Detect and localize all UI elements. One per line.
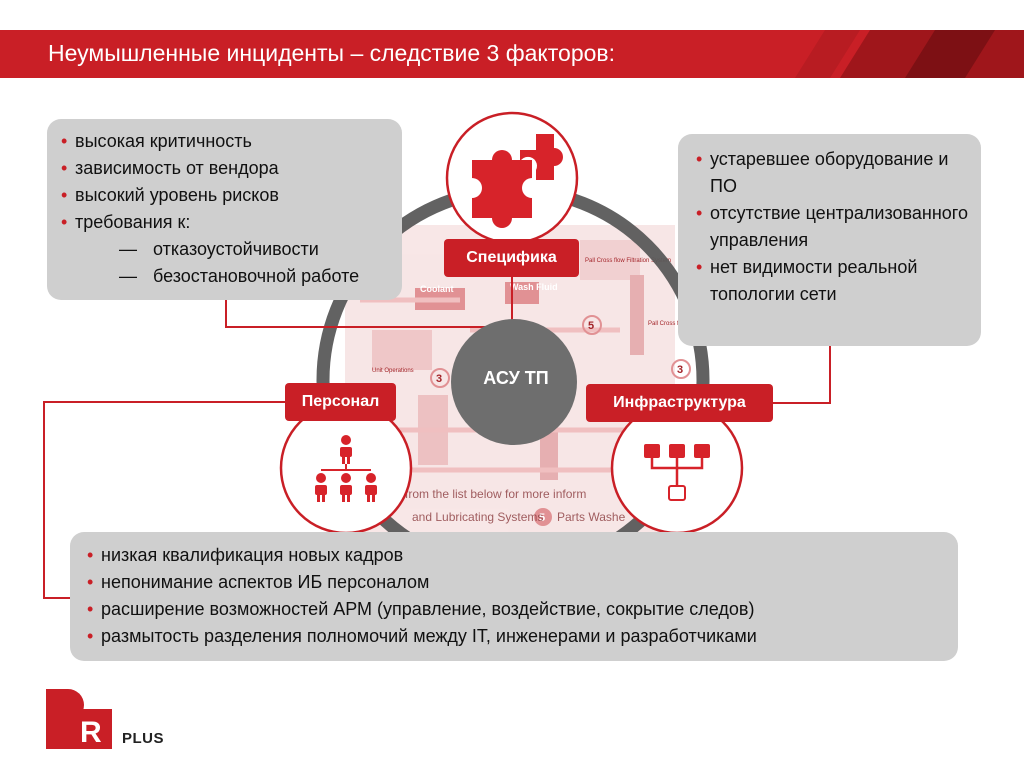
specifics-label: Специфика	[444, 239, 579, 277]
connector-infrastructure	[772, 345, 831, 404]
bg-number: 3	[677, 364, 683, 376]
bg-number: 5	[588, 320, 594, 332]
list-item: устаревшее оборудование и ПО	[696, 146, 969, 200]
sub-list-item-text: безостановочной работе	[153, 266, 360, 286]
infrastructure-box: устаревшее оборудование и ПО отсутствие …	[678, 134, 981, 346]
connector-specifics	[225, 270, 513, 328]
bg-label-filtration-top: Pall Cross flow Filtration System	[585, 258, 671, 264]
specifics-box: высокая критичность зависимость от вендо…	[47, 119, 402, 300]
logo-text: PLUS	[122, 730, 165, 747]
center-circle	[451, 319, 577, 445]
logo-letter: R	[80, 716, 102, 749]
network-icon	[644, 444, 710, 501]
bg-label-wash: Wash Fluid	[510, 282, 558, 292]
list-item: требования к:	[61, 209, 390, 236]
sub-list-item: отказоустойчивости	[61, 236, 390, 263]
list-item: зависимость от вендора	[61, 155, 390, 182]
infrastructure-list: устаревшее оборудование и ПО отсутствие …	[696, 146, 969, 308]
rplus-logo: R	[46, 689, 112, 749]
bg-label-unit-ops: Unit Operations	[372, 368, 414, 374]
bg-label-coolant: Coolant	[420, 284, 454, 294]
center-label: АСУ ТП	[483, 368, 549, 388]
personnel-label: Персонал	[285, 383, 396, 421]
bg-number: 5	[539, 512, 545, 524]
infrastructure-label: Инфраструктура	[586, 384, 773, 422]
bg-caption-line: and Lubricating Systems	[412, 510, 543, 524]
list-item: непонимание аспектов ИБ персоналом	[87, 569, 946, 596]
list-item: нет видимости реальной топологии сети	[696, 254, 969, 308]
title-bar: Неумышленные инциденты – следствие 3 фак…	[0, 30, 1024, 78]
list-item: расширение возможностей АРМ (управление,…	[87, 596, 946, 623]
personnel-list: низкая квалификация новых кадров непоним…	[87, 542, 946, 650]
list-item: размытость разделения полномочий между I…	[87, 623, 946, 650]
list-item: отсутствие централизованного управления	[696, 200, 969, 254]
bg-number: 3	[436, 373, 442, 385]
bg-caption-line: from the list below for more inform	[405, 487, 586, 501]
people-icon	[315, 435, 377, 502]
title-bar-stripes	[795, 30, 1024, 78]
specifics-list: высокая критичность зависимость от вендо…	[61, 128, 390, 236]
puzzle-icon	[472, 134, 563, 228]
connector-personnel	[43, 401, 285, 599]
bg-caption-line: Parts Washe	[557, 510, 626, 524]
list-item: высокий уровень рисков	[61, 182, 390, 209]
list-item: низкая квалификация новых кадров	[87, 542, 946, 569]
slide-title: Неумышленные инциденты – следствие 3 фак…	[48, 40, 616, 66]
sub-list-item-text: отказоустойчивости	[153, 239, 319, 259]
list-item: высокая критичность	[61, 128, 390, 155]
personnel-box: низкая квалификация новых кадров непоним…	[70, 532, 958, 661]
sub-list-item: безостановочной работе	[61, 263, 390, 290]
